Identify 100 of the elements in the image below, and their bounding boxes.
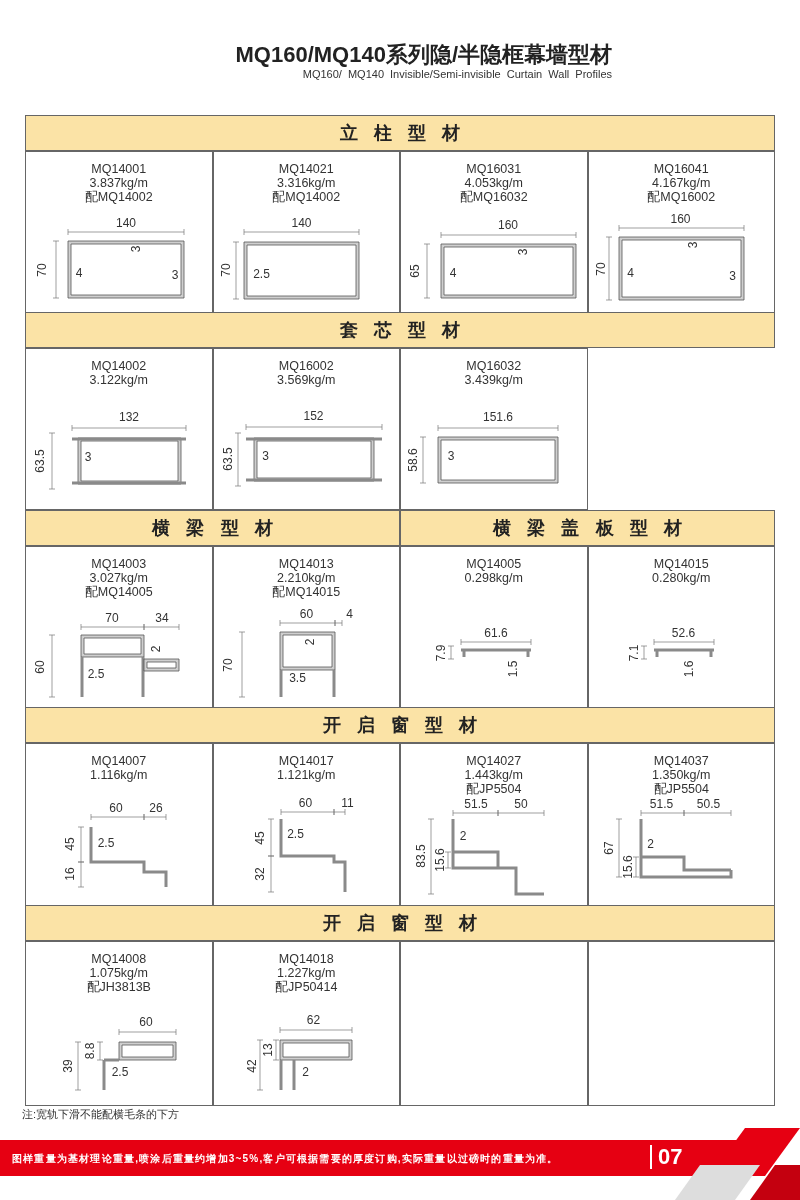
dimension-label: 61.6 [484, 627, 508, 639]
profile-code: MQ14017 [277, 754, 335, 768]
dimension-label: 140 [291, 217, 312, 229]
weight-text: 3.027kg/m [89, 571, 149, 585]
dimension-label: 4 [346, 608, 353, 620]
pairing-text: 配JH3813B [85, 980, 152, 994]
section-header: 立柱型材 [25, 115, 775, 151]
footer-note: 图样重量为基材理论重量,喷涂后重量约增加3~5%,客户可根据需要的厚度订购,实际重量以过磅时的重量为准。 [12, 1152, 559, 1166]
dimension-label: 2.5 [253, 268, 270, 280]
dimension-label: 7.9 [435, 644, 447, 662]
page-subtitle: MQ160/ MQ140 Invisible/Semi-invisible Curtain Wall Profiles [302, 68, 612, 80]
dimension-label: 1.6 [682, 660, 695, 678]
pairing-text: 配JP50414 [274, 980, 339, 994]
dimension-label: 45 [253, 831, 266, 845]
page-title: MQ160/MQ140系列隐/半隐框幕墙型材 [235, 41, 612, 69]
dimension-label: 52.6 [671, 627, 696, 639]
dimension-label: 60 [298, 797, 313, 809]
weight-text: 1.075kg/m [89, 966, 149, 980]
dimension-label: 60 [299, 608, 314, 620]
note-text: 注:宽轨下滑不能配横毛条的下方 [22, 1107, 180, 1122]
dimension-label: 2 [459, 830, 467, 842]
dimension-label: 3 [686, 241, 699, 249]
weight-text: 1.350kg/m [651, 768, 712, 782]
pairing-text: 配MQ14002 [271, 190, 342, 204]
profile-code: MQ16002 [277, 359, 335, 373]
dimension-label: 4 [449, 267, 457, 279]
weight-text: 1.443kg/m [463, 768, 524, 782]
dimension-label: 1.5 [507, 660, 519, 678]
dimension-label: 2 [303, 638, 316, 646]
dimension-label: 2.5 [111, 1066, 129, 1078]
dimension-label: 15.6 [621, 855, 634, 879]
profile-code: MQ14018 [277, 952, 335, 966]
dimension-label: 70 [221, 658, 234, 672]
dimension-label: 3 [262, 450, 269, 462]
profile-code: MQ14003 [90, 557, 148, 571]
dimension-label: 160 [670, 213, 691, 225]
profile-code: MQ16031 [465, 162, 523, 176]
weight-text: 4.053kg/m [464, 176, 524, 190]
dimension-label: 63.5 [34, 449, 46, 473]
dimension-label: 51.5 [464, 798, 488, 810]
dimension-label: 70 [105, 612, 119, 624]
dimension-label: 50.5 [696, 798, 721, 810]
dimension-label: 152 [303, 410, 324, 422]
profile-code: MQ16032 [465, 359, 523, 373]
dimension-label: 60 [109, 802, 123, 814]
weight-text: 0.298kg/m [463, 571, 524, 585]
weight-text: 1.116kg/m [89, 768, 149, 782]
weight-text: 0.280kg/m [651, 571, 712, 585]
dimension-label: 3 [171, 269, 179, 281]
dimension-label: 3.5 [289, 672, 306, 684]
dimension-label: 16 [64, 867, 76, 881]
dimension-label: 51.5 [649, 798, 674, 810]
dimension-label: 34 [155, 612, 169, 624]
dimension-label: 3 [130, 245, 142, 253]
dimension-label: 151.6 [483, 411, 513, 423]
pairing-text: 配MQ14005 [83, 585, 154, 599]
dimension-label: 2 [150, 645, 162, 653]
dimension-label: 13 [261, 1043, 274, 1057]
section-header: 开启窗型材 [25, 707, 775, 743]
weight-text: 4.167kg/m [652, 176, 712, 190]
weight-text: 2.210kg/m [277, 571, 337, 585]
profile-code: MQ16041 [652, 162, 710, 176]
profile-code: MQ14007 [90, 754, 148, 768]
weight-text: 3.837kg/m [89, 176, 149, 190]
dimension-label: 140 [116, 217, 136, 229]
weight-text: 3.122kg/m [88, 373, 149, 387]
dimension-label: 8.8 [84, 1042, 96, 1060]
pairing-text: 配MQ16002 [646, 190, 717, 204]
dimension-label: 3 [447, 450, 455, 462]
dimension-label: 3 [517, 248, 529, 256]
dimension-label: 60 [139, 1016, 153, 1028]
dimension-label: 160 [498, 219, 518, 231]
dimension-label: 2.5 [87, 668, 105, 680]
section-header: 横梁型材 [25, 510, 400, 546]
dimension-label: 2.5 [287, 828, 304, 840]
profile-code: MQ14021 [277, 162, 335, 176]
pairing-text: 配JP5504 [466, 782, 523, 796]
page-number: 07 [650, 1145, 683, 1169]
weight-text: 1.121kg/m [276, 768, 337, 782]
profile-code: MQ14008 [90, 952, 148, 966]
dimension-label: 70 [594, 262, 607, 276]
profile-code: MQ14015 [652, 557, 710, 571]
profile-code: MQ14027 [465, 754, 523, 768]
dimension-label: 63.5 [221, 447, 234, 471]
dimension-label: 2 [302, 1066, 309, 1078]
section-header: 套芯型材 [25, 312, 775, 348]
dimension-label: 39 [62, 1059, 74, 1073]
weight-text: 3.569kg/m [276, 373, 337, 387]
dimension-label: 45 [64, 837, 76, 851]
dimension-label: 4 [627, 267, 634, 279]
pairing-text: 配JP5504 [652, 782, 709, 796]
profile-code: MQ14013 [277, 557, 335, 571]
profile-code: MQ14001 [90, 162, 148, 176]
dimension-label: 32 [253, 867, 266, 881]
dimension-label: 15.6 [434, 848, 446, 872]
dimension-label: 50 [514, 798, 528, 810]
profile-code: MQ14002 [90, 359, 148, 373]
section-header: 横梁盖板型材 [400, 510, 775, 546]
dimension-label: 11 [341, 797, 354, 809]
dimension-label: 42 [245, 1059, 258, 1073]
